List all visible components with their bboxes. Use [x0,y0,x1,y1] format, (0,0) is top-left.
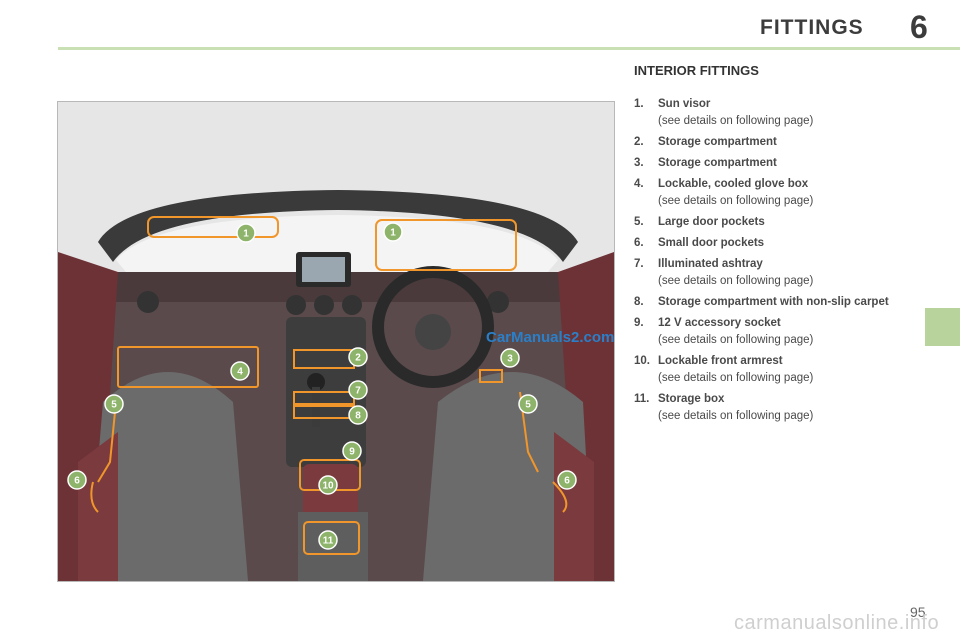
list-item: 1. Sun visor (see details on following pag… [634,97,924,129]
item-label: Lockable, cooled glove box [658,178,809,190]
sunvisor-right-outline [375,219,517,271]
fittings-list: 1. Sun visor (see details on following pag… [634,97,924,430]
item-note: (see details on following page) [658,410,814,422]
callout-marker [383,222,403,242]
callout-label: 7 [355,386,361,397]
list-item: 5. Large door pockets [634,215,924,230]
callout-label: 1 [390,228,396,239]
item-number: 3. [634,157,644,169]
item-note: (see details on following page) [658,334,814,346]
callout-marker [342,441,362,461]
item-label: Lockable front armrest [658,355,783,367]
storage-box-outline [303,521,360,555]
callout-label: 2 [355,353,361,364]
right-seat [423,372,593,581]
item-label: Storage compartment [658,136,777,148]
page-number: 95 [910,604,926,620]
item-label: 12 V accessory socket [658,317,781,329]
item-number: 1. [634,98,644,110]
item-label: Large door pockets [658,216,765,228]
list-item: 6. Small door pockets [634,236,924,251]
chapter-number: 6 [910,9,928,45]
storage-3-outline [479,369,503,383]
callout-label: 11 [323,536,334,547]
callout-marker [230,361,250,381]
callout-marker [500,348,520,368]
windscreen-glass [116,215,558,272]
callout-marker [104,394,124,414]
list-item: 9. 12 V accessory socket (see details on f… [634,316,924,348]
callout-label: 4 [237,367,243,378]
callout-marker [348,347,368,367]
steering-wheel [372,266,494,388]
item-note: (see details on following page) [658,195,814,207]
item-number: 10. [634,355,650,367]
item-label: Storage compartment [658,157,777,169]
callout-marker [318,530,338,550]
item-number: 2. [634,136,644,148]
glovebox-outline [117,346,259,388]
callout-label: 9 [349,447,355,458]
sunvisor-left-outline [147,216,279,238]
list-item: 7. Illuminated ashtray (see details on fol… [634,257,924,289]
list-item: 3. Storage compartment [634,156,924,171]
item-note: (see details on following page) [658,372,814,384]
item-number: 5. [634,216,644,228]
item-label: Sun visor [658,98,711,110]
list-item: 8. Storage compartment with non-slip carp… [634,295,924,310]
callout-label: 3 [507,354,513,365]
left-seat [88,372,248,581]
item-label: Illuminated ashtray [658,258,763,270]
item-number: 11. [634,393,650,405]
small-pocket-left [90,481,99,513]
callout-label: 1 [243,229,249,240]
item-label: Storage box [658,393,725,405]
section-title: INTERIOR FITTINGS [634,63,759,78]
list-item: 2. Storage compartment [634,135,924,150]
callout-marker [67,470,87,490]
item-label: Small door pockets [658,237,765,249]
header-title: FITTINGS [760,16,864,39]
windscreen-frame [98,190,578,262]
item-label: Storage compartment with non-slip carpet [658,296,889,308]
item-number: 9. [634,317,644,329]
item-number: 6. [634,237,644,249]
callout-label: 6 [564,476,570,487]
list-item: 11. Storage box (see details on following … [634,392,924,424]
callout-marker [557,470,577,490]
watermark: CarManuals2.com [486,329,614,346]
right-door [558,252,614,581]
callout-marker [518,394,538,414]
item-number: 4. [634,178,644,190]
callout-marker [236,223,256,243]
list-item: 4. Lockable, cooled glove box (see details… [634,177,924,209]
callout-label: 10 [322,481,334,492]
callout-label: 8 [355,411,361,422]
callout-marker [348,380,368,400]
small-pocket-right [552,481,568,513]
callout-label: 6 [74,476,80,487]
chapter-side-tab [925,308,960,346]
callout-marker [318,475,338,495]
door-pocket-left-outline [97,401,117,483]
list-item: 10. Lockable front armrest (see details on… [634,354,924,386]
item-note: (see details on following page) [658,275,814,287]
callout-marker [348,405,368,425]
item-number: 7. [634,258,644,270]
item-note: (see details on following page) [658,115,814,127]
callout-label: 5 [525,400,531,411]
item-number: 8. [634,296,644,308]
header-rule [58,47,960,50]
callout-label: 5 [111,400,117,411]
footer-url: carmanualsonline.info [734,612,940,634]
